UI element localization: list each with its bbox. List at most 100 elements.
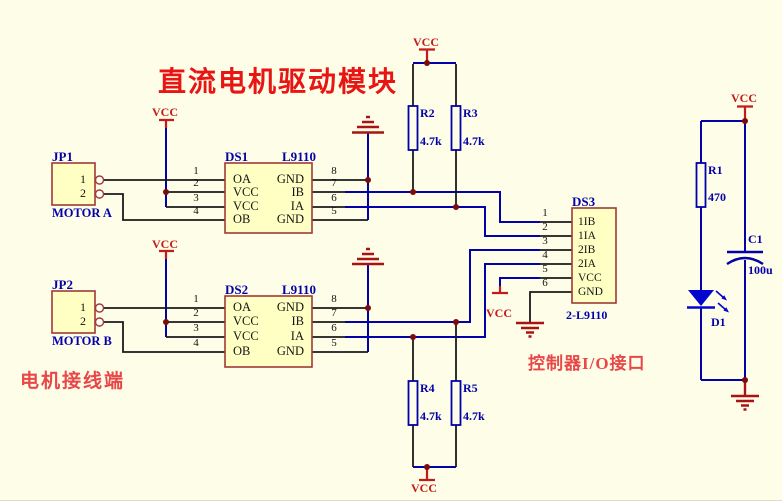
jp1-ref: JP1 bbox=[52, 149, 73, 164]
led-d1-symbol bbox=[687, 290, 729, 313]
resistor-r4-body bbox=[407, 380, 419, 426]
ds3-pin-name: VCC bbox=[578, 272, 602, 284]
wire bbox=[499, 277, 540, 286]
ds3-pin-number: 3 bbox=[542, 235, 548, 247]
junction-dot bbox=[742, 377, 748, 383]
ds2-pin-number: 5 bbox=[331, 337, 337, 349]
vcc-symbol bbox=[159, 48, 753, 482]
ds2-pin-name: IA bbox=[290, 329, 304, 343]
controller-io-annotation: 控制器I/O接口 bbox=[528, 354, 646, 373]
jp2-pin1-number: 1 bbox=[80, 300, 86, 314]
ds1-pin-name: IA bbox=[290, 199, 304, 213]
resistor-r5-body bbox=[450, 380, 462, 426]
resistor-r2-body bbox=[407, 105, 419, 151]
r1-ref: R1 bbox=[708, 163, 723, 177]
ds1-pin-name: OB bbox=[233, 212, 251, 226]
junction-dot bbox=[453, 204, 459, 210]
ds1-pin-name: OA bbox=[233, 172, 252, 186]
jp1-pin1-number: 1 bbox=[80, 172, 86, 186]
junction-dot bbox=[163, 319, 169, 325]
wires bbox=[165, 62, 746, 468]
ds3-pin-name: 1IB bbox=[578, 216, 596, 228]
ds3-pin-number: 2 bbox=[542, 221, 548, 233]
junction-dots bbox=[163, 60, 748, 470]
ds2-pin-name: VCC bbox=[233, 329, 259, 343]
ds2-ref: DS2 bbox=[225, 282, 249, 297]
r2-value: 4.7k bbox=[420, 134, 442, 148]
ds2-pin-name: IB bbox=[291, 314, 305, 328]
ds2-pin-name: VCC bbox=[233, 314, 259, 328]
r5-ref: R5 bbox=[463, 381, 478, 395]
ds2-pin-name: OB bbox=[233, 344, 251, 358]
jp2-pin2-number: 2 bbox=[80, 314, 86, 328]
junction-dot bbox=[742, 118, 748, 124]
resistor-r3-body bbox=[450, 105, 462, 151]
d1-ref: D1 bbox=[711, 315, 726, 329]
ds2-pin-name: GND bbox=[276, 344, 304, 358]
r5-value: 4.7k bbox=[463, 409, 485, 423]
ds3-ref: DS3 bbox=[572, 194, 596, 209]
r1-value: 470 bbox=[708, 190, 726, 204]
jp2-motor-label: MOTOR B bbox=[52, 334, 112, 348]
ds1-ref: DS1 bbox=[225, 149, 249, 164]
ground-symbol bbox=[352, 115, 759, 411]
junction-dot bbox=[365, 305, 371, 311]
wire bbox=[345, 263, 540, 338]
ds3-part: 2-L9110 bbox=[566, 308, 608, 322]
ds1-pin-number: 7 bbox=[331, 177, 337, 189]
ds2-part: L9110 bbox=[282, 282, 316, 297]
leads bbox=[104, 64, 572, 467]
ds1-pin-number: 6 bbox=[331, 192, 337, 204]
junction-dot bbox=[424, 60, 430, 66]
junction-dot bbox=[163, 189, 169, 195]
ds2-pin-number: 3 bbox=[193, 322, 199, 334]
ds2-pin-name: OA bbox=[233, 300, 252, 314]
ds1-ic-body bbox=[224, 162, 313, 234]
junction-dot bbox=[453, 319, 459, 325]
ds3-pin-number: 4 bbox=[542, 249, 548, 261]
ds3-pin-name: 1IA bbox=[578, 230, 596, 242]
ds1-pin-number: 4 bbox=[193, 205, 199, 217]
ds2-pin-number: 1 bbox=[193, 293, 199, 305]
ds1-pin-number: 5 bbox=[331, 205, 337, 217]
ds3-pin-name: 2IA bbox=[578, 258, 596, 270]
r2-ref: R2 bbox=[420, 106, 435, 120]
resistor-r1-body bbox=[695, 162, 707, 208]
wire bbox=[345, 191, 540, 223]
junction-dot bbox=[424, 464, 430, 470]
resistor-bodies bbox=[407, 105, 707, 426]
r3-value: 4.7k bbox=[463, 134, 485, 148]
ds3-pin-name: GND bbox=[578, 286, 603, 298]
vcc-label: VCC bbox=[731, 91, 757, 105]
vcc-label: VCC bbox=[486, 306, 512, 320]
ds1-pin-name: VCC bbox=[233, 199, 259, 213]
vcc-label: VCC bbox=[152, 105, 178, 119]
ds3-pin-number: 5 bbox=[542, 263, 548, 275]
ds3-pin-name: 2IB bbox=[578, 244, 596, 256]
junction-dot bbox=[410, 334, 416, 340]
ds1-pin-name: GND bbox=[276, 212, 304, 226]
c1-value: 100u bbox=[748, 263, 773, 277]
c1-ref: C1 bbox=[748, 232, 763, 246]
ds2-pin-number: 7 bbox=[331, 307, 337, 319]
wire bbox=[104, 193, 225, 221]
ds1-pin-name: GND bbox=[276, 172, 304, 186]
vcc-label: VCC bbox=[411, 481, 437, 495]
ds2-pin-number: 2 bbox=[193, 307, 199, 319]
jp1-motor-label: MOTOR A bbox=[52, 206, 112, 220]
ds1-pin-name: IB bbox=[291, 185, 305, 199]
ds3-pin-number: 1 bbox=[542, 207, 548, 219]
ds1-pin-number: 8 bbox=[331, 165, 337, 177]
wire bbox=[104, 321, 225, 353]
wire bbox=[529, 291, 572, 323]
ds2-ic-body bbox=[224, 295, 313, 368]
motor-terminal-annotation: 电机接线端 bbox=[20, 371, 126, 392]
junction-dot bbox=[365, 177, 371, 183]
jp2-ref: JP2 bbox=[52, 277, 73, 292]
ds2-pin-number: 6 bbox=[331, 322, 337, 334]
ds3-pin-number: 6 bbox=[542, 277, 548, 289]
schematic-title: 直流电机驱动模块 bbox=[158, 67, 399, 98]
capacitor-c1-symbol bbox=[726, 250, 764, 266]
